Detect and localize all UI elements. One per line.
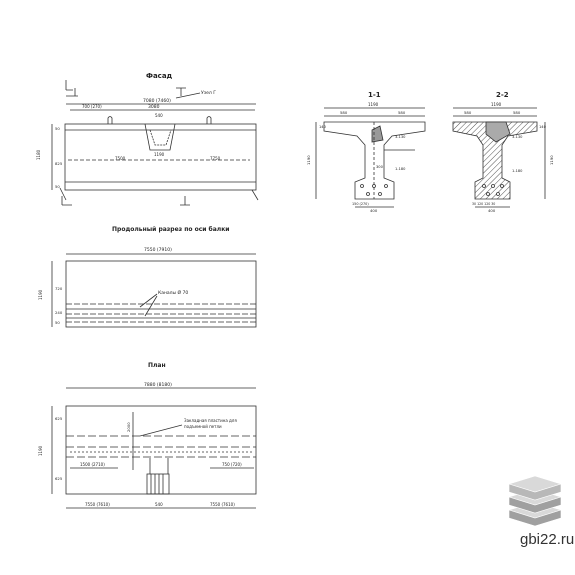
- logo-text[interactable]: gbi22.ru: [520, 531, 575, 548]
- section1-profile: [323, 121, 426, 200]
- svg-text:140: 140: [319, 125, 327, 129]
- svg-text:300: 300: [376, 165, 384, 169]
- facade-dim-overall-text: 7080 (7460): [143, 98, 171, 104]
- facade-beam-outline: [64, 123, 257, 191]
- svg-text:400: 400: [370, 208, 378, 213]
- plan-center-strips: [146, 458, 170, 495]
- svg-text:7750: 7750: [210, 156, 221, 161]
- svg-text:1-180: 1-180: [512, 169, 523, 173]
- svg-text:580: 580: [513, 110, 521, 115]
- svg-text:1190: 1190: [154, 152, 165, 157]
- svg-text:140: 140: [539, 125, 547, 129]
- plan-note-line1: Закладная пластина для: [184, 418, 237, 423]
- section2-title: 2-2: [496, 91, 509, 99]
- svg-text:1-180: 1-180: [395, 167, 406, 171]
- svg-text:1500 (2710): 1500 (2710): [80, 462, 105, 467]
- svg-text:240: 240: [55, 310, 63, 315]
- svg-text:7550 (7610): 7550 (7610): [210, 502, 235, 507]
- svg-text:750 (720): 750 (720): [222, 462, 242, 467]
- svg-text:580: 580: [398, 110, 406, 115]
- section-marker-top-right: [176, 87, 186, 96]
- lifting-loop-left: [107, 116, 113, 124]
- svg-text:540: 540: [155, 113, 163, 118]
- logo-slab-top-side: [508, 483, 562, 501]
- plan-view: План 7880 (8180) Закладная пластина для …: [38, 362, 257, 509]
- logo-slab-bottom-side: [508, 509, 562, 527]
- svg-text:30 120 120 30: 30 120 120 30: [472, 202, 495, 206]
- svg-text:1190: 1190: [306, 155, 311, 165]
- channel-label: Каналы Ø 70: [158, 289, 188, 296]
- plan-title: План: [148, 362, 166, 369]
- svg-text:150 (270): 150 (270): [352, 202, 369, 206]
- section2-fill: [485, 121, 511, 143]
- lifting-loop-right: [206, 116, 212, 124]
- svg-text:720: 720: [55, 286, 63, 291]
- svg-text:50: 50: [55, 126, 60, 131]
- facade-title: Фасад: [146, 72, 173, 80]
- svg-text:1190: 1190: [491, 102, 502, 107]
- svg-text:580: 580: [464, 110, 472, 115]
- long-section-outline: [65, 260, 257, 328]
- svg-text:50: 50: [55, 320, 60, 325]
- svg-text:580: 580: [340, 110, 348, 115]
- long-section-title: Продольный разрез по оси балки: [112, 226, 229, 233]
- section-1-1: 1-1 1190 580 580 3-130 1-180 400 150 (27…: [306, 91, 426, 213]
- svg-text:2000: 2000: [126, 422, 131, 432]
- svg-text:825: 825: [55, 161, 63, 166]
- section-marker-bottom-left: [61, 196, 72, 206]
- svg-text:3-130: 3-130: [395, 135, 406, 139]
- facade-dim-mid-text: 3080: [148, 104, 160, 110]
- svg-text:1190: 1190: [368, 102, 379, 107]
- long-section-view: Продольный разрез по оси балки 7550 (791…: [38, 226, 257, 328]
- svg-text:3-130: 3-130: [512, 135, 523, 139]
- svg-text:625: 625: [55, 476, 63, 481]
- plan-note-line2: подъемной петли: [184, 424, 222, 429]
- logo-stack-icon: [507, 475, 563, 527]
- svg-text:400: 400: [488, 208, 496, 213]
- svg-text:1190: 1190: [549, 155, 554, 165]
- section-marker-top-left-b: [66, 88, 78, 97]
- svg-text:7550 (7610): 7550 (7610): [85, 502, 110, 507]
- section2-profile: [452, 121, 538, 200]
- facade-dim-left-text: 700 (270): [82, 104, 102, 109]
- section-marker-1-top-left: [65, 80, 73, 91]
- svg-text:540: 540: [155, 502, 163, 507]
- facade-view: Фасад 7080 (7460) 3080 700 (270) Узел Г …: [36, 72, 259, 206]
- section1-fill: [371, 125, 384, 143]
- svg-text:7880 (8180): 7880 (8180): [144, 382, 172, 388]
- svg-text:1190: 1190: [38, 289, 43, 300]
- svg-text:7500: 7500: [115, 156, 126, 161]
- facade-center-recess: [144, 123, 176, 151]
- svg-text:1180: 1180: [36, 149, 41, 160]
- section-marker-bottom-right: [180, 196, 190, 206]
- facade-node-label: Узел Г: [201, 90, 216, 96]
- logo-slab-mid-side: [508, 496, 562, 514]
- section1-title: 1-1: [368, 91, 381, 99]
- section-2-2: 2-2 1190 580 580 3-130 1-180 400 30 120 …: [452, 91, 554, 213]
- svg-text:625: 625: [55, 416, 63, 421]
- svg-text:1190: 1190: [38, 445, 43, 456]
- svg-text:50: 50: [55, 184, 60, 189]
- svg-text:7550 (7910): 7550 (7910): [144, 247, 172, 253]
